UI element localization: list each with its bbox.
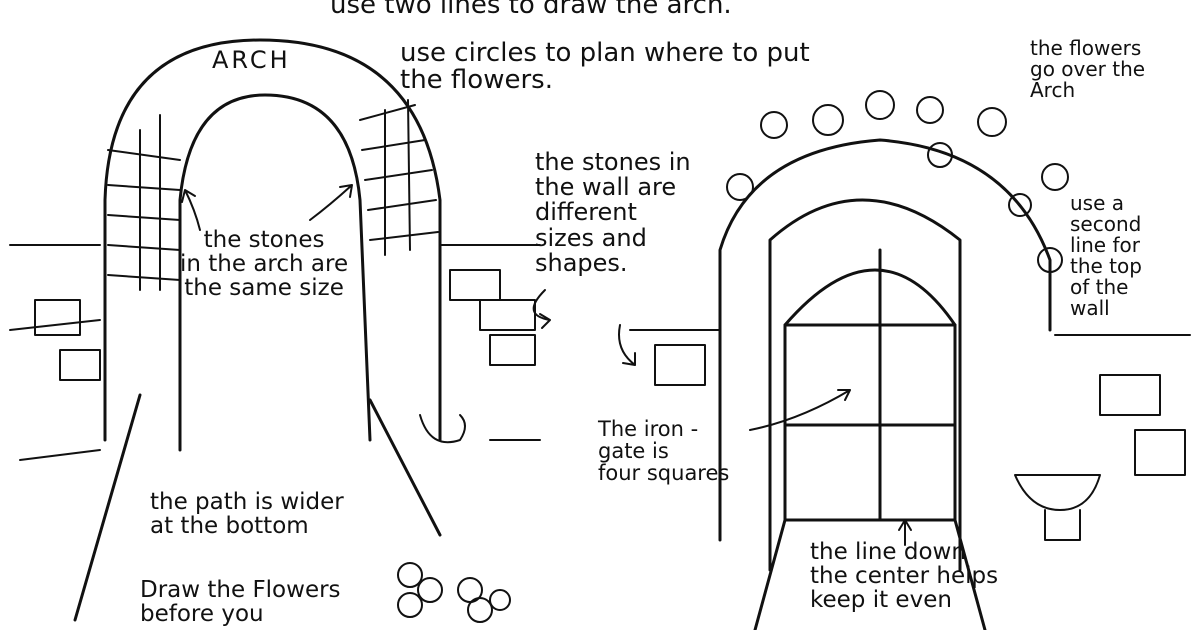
circles-plan-note: use circles to plan where to put the flo… (400, 38, 810, 96)
middle-wall (419, 244, 541, 444)
center-line-note: the line down the center helps keep it e… (810, 539, 999, 614)
right-wall (629, 329, 1191, 476)
arch-label: ARCH (212, 46, 291, 74)
left-wall (9, 244, 101, 461)
stones-wall-different-note: the stones in the wall are different siz… (535, 148, 691, 277)
right-arch-stones (359, 99, 439, 256)
flower-sketch (397, 562, 511, 623)
right-gate (618, 90, 1191, 630)
second-line-wall-note: use a second line for the top of the wal… (1070, 191, 1142, 320)
left-arch-stones (107, 114, 181, 291)
stones-arch-same-note: the stones in the arch are the same size (180, 227, 349, 302)
left-arrows (181, 184, 551, 329)
gate-arrows (618, 324, 912, 546)
iron-gate-note: The iron - gate is four squares (598, 417, 730, 486)
top-instruction: use two lines to draw the arch. (330, 0, 732, 20)
flower-circles (726, 90, 1069, 273)
path-wider-note: the path is wider at the bottom (150, 489, 344, 540)
left-path (73, 393, 442, 622)
flowers-over-arch-note: the flowers go over the Arch (1030, 36, 1146, 102)
left-arch (9, 38, 551, 622)
draw-flowers-first-note: Draw the Flowers before you (140, 577, 341, 628)
